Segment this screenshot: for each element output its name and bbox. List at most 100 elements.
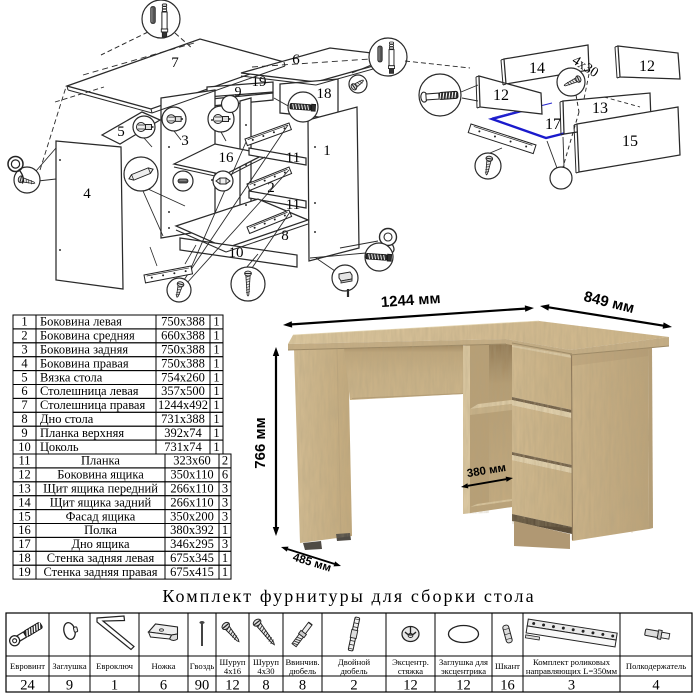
svg-text:Шуруп: Шуруп	[253, 657, 279, 667]
svg-text:Заглушка для: Заглушка для	[439, 657, 488, 667]
svg-text:Гвоздь: Гвоздь	[190, 661, 215, 671]
svg-text:6: 6	[21, 384, 27, 398]
svg-text:14: 14	[529, 60, 545, 77]
svg-text:1: 1	[213, 384, 219, 398]
svg-text:эксцентрика: эксцентрика	[441, 666, 486, 676]
svg-text:750x388: 750x388	[161, 315, 205, 329]
svg-text:6: 6	[160, 678, 167, 694]
svg-text:11: 11	[18, 454, 30, 468]
svg-text:3: 3	[21, 343, 27, 357]
svg-text:Столешница левая: Столешница левая	[40, 384, 139, 398]
svg-text:12: 12	[18, 468, 31, 482]
svg-text:750x388: 750x388	[161, 356, 205, 370]
svg-text:Планка верхняя: Планка верхняя	[40, 426, 124, 440]
svg-text:380x392: 380x392	[170, 523, 214, 537]
svg-text:Планка: Планка	[81, 454, 120, 468]
svg-text:стяжка: стяжка	[398, 666, 423, 676]
svg-text:13: 13	[592, 100, 608, 117]
svg-text:675x345: 675x345	[170, 551, 214, 565]
svg-text:750x388: 750x388	[161, 343, 205, 357]
svg-text:Комплект фурнитуры для сборки: Комплект фурнитуры для сборки стола	[162, 586, 535, 606]
svg-text:12: 12	[403, 678, 418, 694]
svg-text:24: 24	[20, 678, 35, 694]
svg-text:266x110: 266x110	[170, 482, 213, 496]
svg-text:8: 8	[262, 678, 269, 694]
svg-text:1: 1	[213, 370, 219, 384]
svg-text:4: 4	[652, 678, 660, 694]
svg-text:Цоколь: Цоколь	[40, 440, 79, 454]
svg-text:9: 9	[21, 426, 27, 440]
svg-text:6: 6	[222, 468, 228, 482]
svg-text:19: 19	[252, 74, 267, 90]
svg-text:5: 5	[21, 370, 27, 384]
svg-text:10: 10	[229, 245, 244, 261]
svg-text:8: 8	[21, 412, 27, 426]
svg-text:Заглушка: Заглушка	[52, 661, 86, 671]
svg-text:1: 1	[111, 678, 118, 694]
svg-text:3: 3	[568, 678, 575, 694]
svg-text:350x110: 350x110	[170, 468, 213, 482]
svg-text:Дно стола: Дно стола	[40, 412, 94, 426]
svg-text:3: 3	[222, 482, 228, 496]
svg-text:19: 19	[18, 565, 31, 579]
svg-text:8: 8	[281, 228, 289, 244]
svg-text:346x295: 346x295	[170, 537, 214, 551]
svg-text:Полкодержатель: Полкодержатель	[626, 661, 686, 671]
svg-text:1: 1	[213, 315, 219, 329]
svg-text:731x388: 731x388	[161, 412, 205, 426]
svg-text:766 мм: 766 мм	[252, 417, 269, 468]
svg-text:5: 5	[117, 124, 125, 140]
svg-text:12: 12	[639, 58, 655, 75]
svg-text:Шуруп: Шуруп	[219, 657, 245, 667]
svg-text:392x74: 392x74	[164, 426, 202, 440]
svg-text:Ножка: Ножка	[151, 661, 175, 671]
svg-text:13: 13	[18, 482, 31, 496]
svg-text:1: 1	[213, 426, 219, 440]
svg-text:Полка: Полка	[84, 523, 117, 537]
svg-text:17: 17	[545, 116, 561, 133]
svg-text:6: 6	[292, 52, 300, 68]
svg-text:Щит ящика задний: Щит ящика задний	[50, 495, 152, 509]
svg-text:Стенка задняя правая: Стенка задняя правая	[43, 565, 157, 579]
svg-text:16: 16	[500, 678, 515, 694]
svg-text:7: 7	[171, 55, 179, 71]
svg-text:12: 12	[456, 678, 471, 694]
svg-text:3: 3	[222, 537, 228, 551]
svg-text:15: 15	[622, 133, 638, 150]
svg-text:Фасад ящика: Фасад ящика	[66, 509, 136, 523]
svg-text:1: 1	[222, 551, 228, 565]
svg-text:12: 12	[225, 678, 240, 694]
svg-text:1: 1	[213, 398, 219, 412]
svg-text:660x388: 660x388	[161, 329, 205, 343]
svg-text:Боковина задняя: Боковина задняя	[40, 343, 128, 357]
svg-text:Двойной: Двойной	[338, 657, 371, 667]
svg-text:11: 11	[286, 197, 300, 213]
svg-text:7: 7	[21, 398, 27, 412]
svg-text:1: 1	[323, 143, 331, 159]
svg-text:2: 2	[21, 329, 27, 343]
svg-text:1244x492: 1244x492	[158, 398, 208, 412]
svg-text:Боковина ящика: Боковина ящика	[57, 468, 144, 482]
svg-text:дюбель: дюбель	[340, 666, 367, 676]
svg-text:675x415: 675x415	[170, 565, 214, 579]
svg-text:Комплект роликовых: Комплект роликовых	[533, 657, 611, 667]
svg-text:4: 4	[21, 356, 28, 370]
svg-text:2: 2	[267, 180, 275, 196]
svg-text:90: 90	[195, 678, 210, 694]
svg-text:Ввинчив.: Ввинчив.	[285, 657, 319, 667]
svg-text:12: 12	[493, 87, 509, 104]
svg-text:15: 15	[18, 509, 31, 523]
svg-text:10: 10	[18, 440, 31, 454]
svg-text:Евроключ: Евроключ	[96, 661, 133, 671]
svg-text:1: 1	[222, 523, 228, 537]
svg-text:16: 16	[219, 150, 235, 166]
svg-text:Боковина средняя: Боковина средняя	[40, 329, 135, 343]
svg-text:Столешница правая: Столешница правая	[40, 398, 145, 412]
svg-text:Эксцентр.: Эксцентр.	[392, 657, 429, 667]
svg-text:14: 14	[18, 495, 31, 509]
svg-text:дюбель: дюбель	[289, 666, 316, 676]
svg-text:1: 1	[222, 565, 228, 579]
svg-text:3: 3	[222, 509, 228, 523]
svg-text:17: 17	[18, 537, 31, 551]
svg-text:16: 16	[18, 523, 31, 537]
